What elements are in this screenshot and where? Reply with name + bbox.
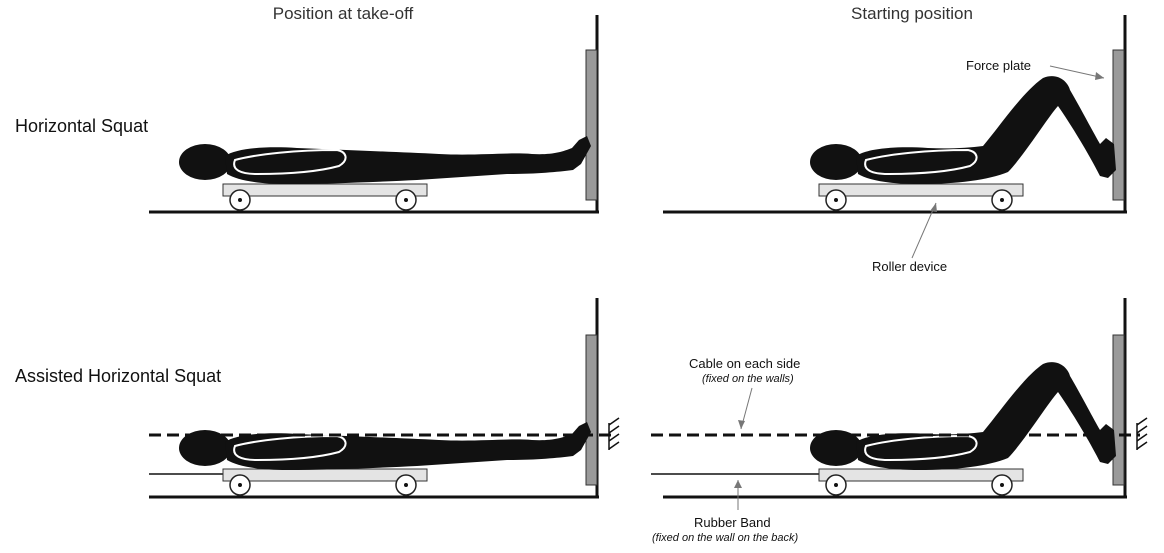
force-plate [1112,334,1125,486]
cable-arrowhead [738,420,745,429]
force-plate [585,334,598,486]
athlete-figure-bent [809,75,1117,185]
roller-device [222,183,428,211]
roller-device [818,468,1024,496]
force-plate-arrowhead [1095,72,1104,80]
cable-label: Cable on each side [689,356,801,371]
roller-device-arrowhead [930,203,937,212]
wall-anchor-icon [1136,417,1148,450]
panel-top-left [149,15,599,214]
panel-bottom-right [651,298,1148,510]
athlete-figure-extended [178,135,592,185]
force-plate [1112,49,1125,201]
rubber-band-label: Rubber Band [694,515,771,530]
roller-device-label: Roller device [872,259,948,274]
column-title-starting: Starting position [851,4,973,23]
panel-top-right [663,15,1127,259]
rubber-band-note: (fixed on the wall on the back) [652,532,799,544]
wall-anchor-icon [608,417,620,450]
row-label-horizontal-squat: Horizontal Squat [15,116,149,136]
athlete-figure-bent [809,361,1117,471]
athlete-figure-extended [178,421,592,471]
panel-bottom-left [149,298,620,499]
row-label-assisted-horizontal-squat: Assisted Horizontal Squat [15,366,222,386]
force-plate [585,49,598,201]
rubber-band-arrowhead [734,480,742,488]
roller-device [818,183,1024,211]
roller-device-arrow [911,202,937,259]
column-title-take-off: Position at take-off [272,4,414,23]
cable-note: (fixed on the walls) [702,373,794,385]
force-plate-label: Force plate [966,58,1032,73]
force-plate-arrow [1049,65,1105,79]
roller-device [222,468,428,496]
